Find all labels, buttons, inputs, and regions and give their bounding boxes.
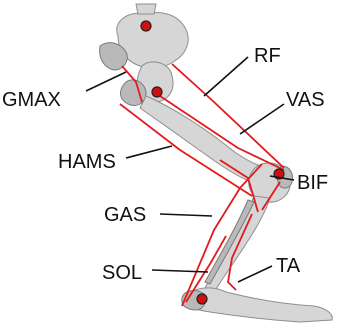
gmax-label: GMAX	[2, 89, 61, 111]
bif-label: BIF	[297, 172, 328, 194]
ta-leader	[238, 266, 272, 282]
hip-joint-marker	[152, 87, 162, 97]
rf-label: RF	[254, 45, 281, 67]
rf-leader	[204, 57, 248, 96]
hams-label: HAMS	[58, 151, 116, 173]
foot-bones	[185, 288, 332, 322]
gas-label: GAS	[104, 204, 146, 226]
vas-leader	[240, 104, 284, 134]
hams-leader	[126, 146, 172, 158]
ta-label: TA	[276, 255, 301, 277]
gas-leader	[160, 214, 212, 216]
spine-stub	[136, 4, 156, 14]
ankle-joint-marker	[197, 294, 207, 304]
vas-label: VAS	[286, 89, 325, 111]
pelvis-joint-marker	[141, 21, 151, 31]
sol-leader	[152, 270, 208, 272]
sol-label: SOL	[102, 262, 142, 284]
gmax-leader	[86, 72, 126, 91]
